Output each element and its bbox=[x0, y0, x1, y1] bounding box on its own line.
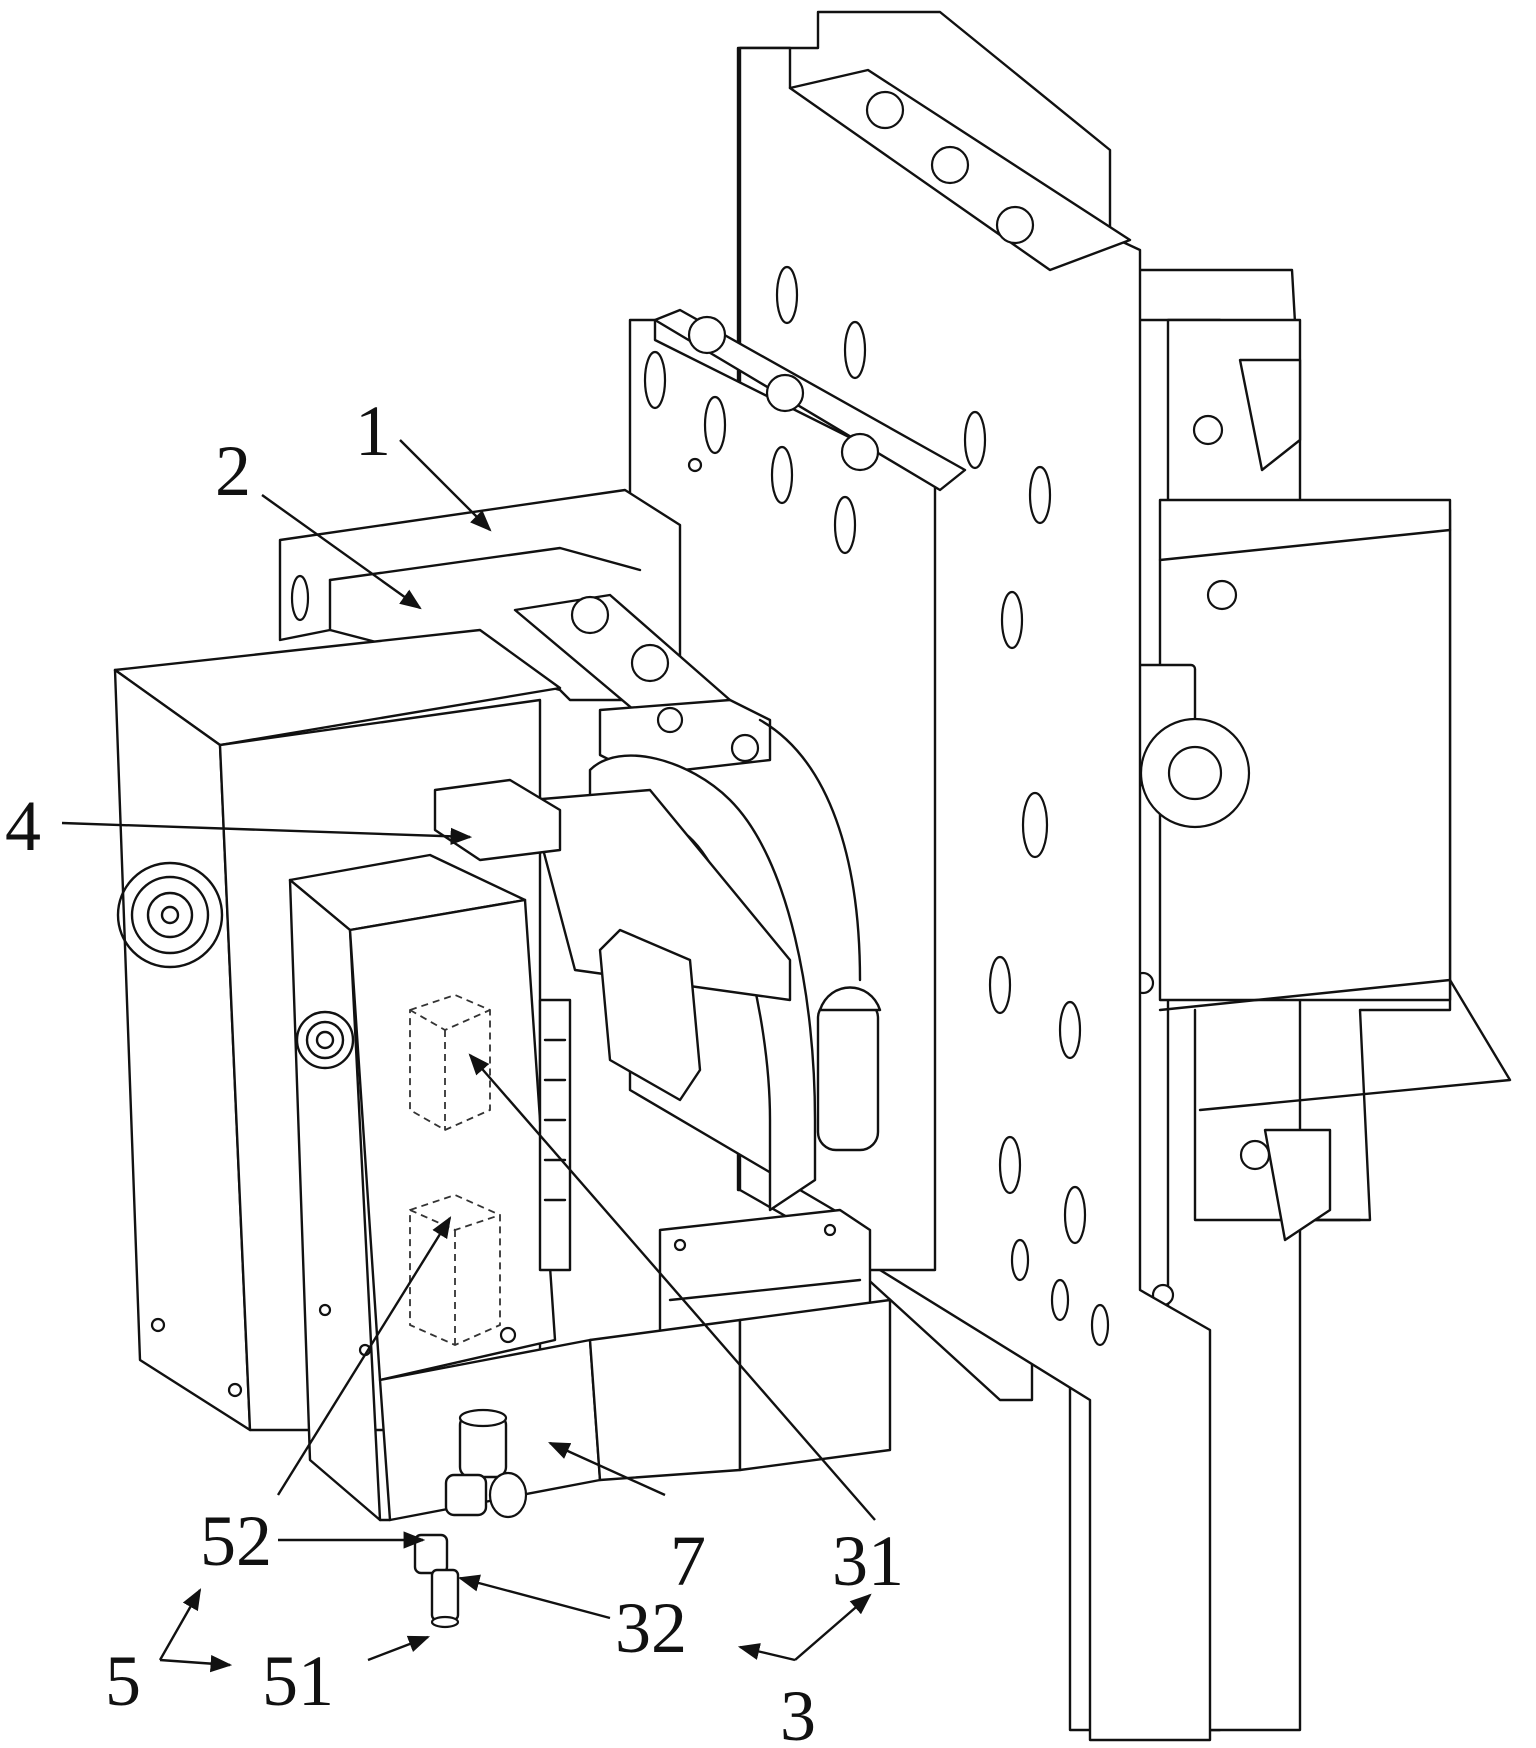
leader-4 bbox=[61, 821, 473, 845]
ref-label-52: 52 bbox=[200, 1501, 272, 1581]
leader-1 bbox=[399, 439, 492, 532]
leader-7 bbox=[548, 1441, 666, 1497]
bottom-base bbox=[378, 1298, 892, 1522]
leader-5-up bbox=[158, 1588, 202, 1661]
ref-label-7: 7 bbox=[670, 1521, 706, 1601]
leader-2 bbox=[261, 494, 422, 610]
ref-label-5: 5 bbox=[105, 1641, 141, 1721]
leader-31 bbox=[468, 1053, 876, 1521]
ref-label-51: 51 bbox=[262, 1641, 334, 1721]
top-bracket-block bbox=[278, 488, 772, 777]
leader-32 bbox=[457, 1574, 611, 1620]
ref-label-3: 3 bbox=[780, 1676, 816, 1748]
leader-3-right bbox=[794, 1593, 872, 1661]
ref-label-31: 31 bbox=[832, 1521, 904, 1601]
leader-lines bbox=[61, 439, 876, 1673]
leader-51 bbox=[367, 1635, 431, 1662]
curved-guide bbox=[528, 718, 862, 1212]
pneumatic-fittings bbox=[413, 1408, 528, 1629]
ref-label-4: 4 bbox=[5, 786, 41, 866]
ref-label-32: 32 bbox=[615, 1588, 687, 1668]
ref-label-1: 1 bbox=[355, 391, 391, 471]
leader-3-left bbox=[737, 1643, 796, 1662]
ref-label-2: 2 bbox=[215, 431, 251, 511]
reference-numerals: 1 2 4 52 7 31 32 5 51 3 bbox=[5, 391, 904, 1748]
leader-5-right bbox=[159, 1654, 233, 1673]
leader-52-top bbox=[276, 1216, 452, 1496]
front-control-box bbox=[288, 853, 557, 1522]
